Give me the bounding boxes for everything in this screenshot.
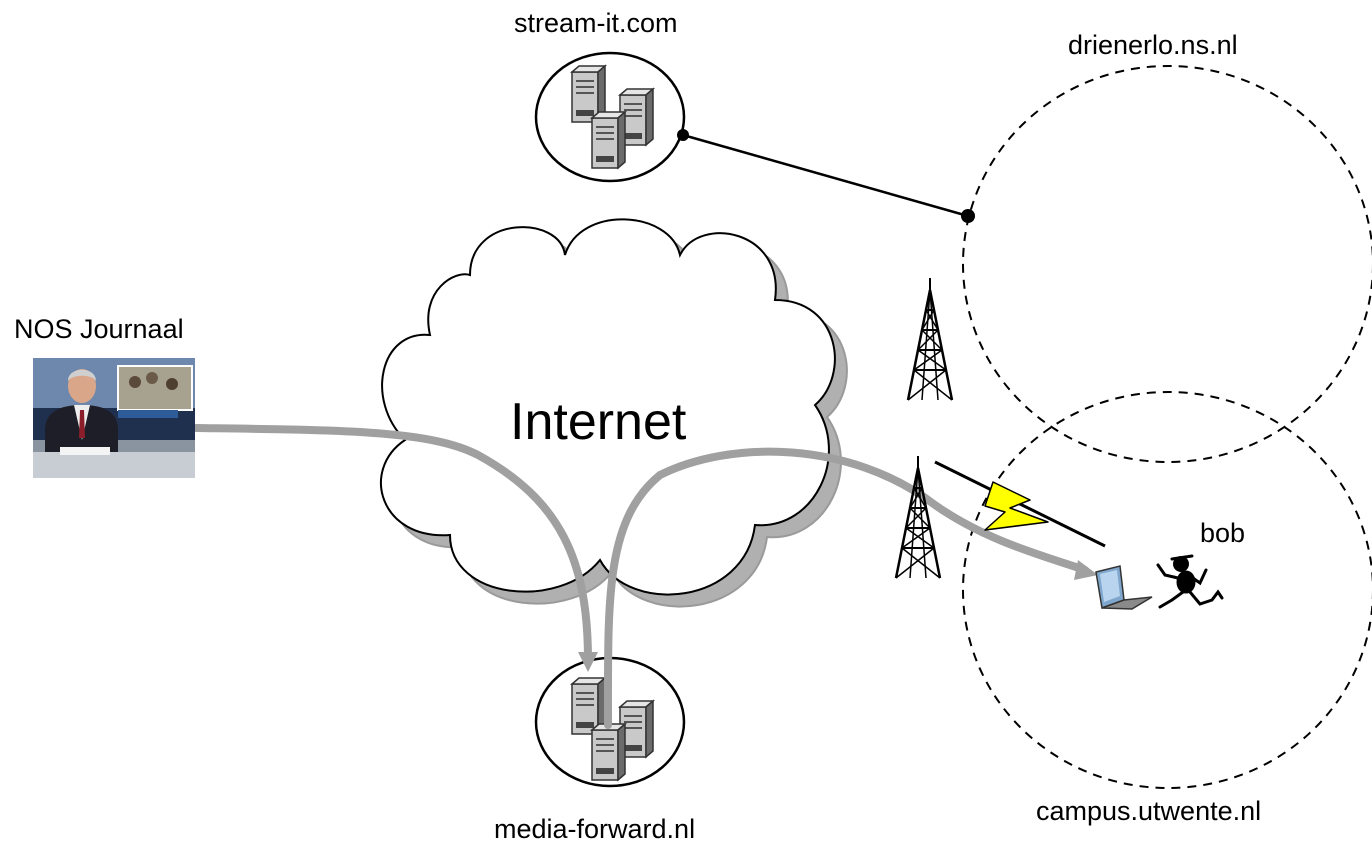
drienerlo-endpoint [961,209,975,223]
wifi-zone-2-label: campus.utwente.nl [1036,796,1262,826]
stream-server-cluster [534,51,689,183]
stream-server-label: stream-it.com [514,8,678,38]
internet-label: Internet [510,393,687,451]
radio-tower-icon [894,454,942,580]
wifi-zone-drienerlo [962,65,1372,463]
lightning-icon [984,481,1049,531]
stream-server-link [682,133,969,218]
tv-news-icon [33,358,195,478]
forward-server-label: media-forward.nl [494,814,696,844]
stream-path [192,424,1089,729]
laptop-icon [1095,565,1153,610]
stream-arrowhead-laptop [1074,560,1098,580]
user-label: bob [1200,518,1246,548]
wifi-zone-campus [962,391,1372,789]
stream-arrowhead-down [578,652,598,672]
radio-tower-icon [906,276,954,402]
running-person-icon [1156,554,1224,609]
wifi-zone-1-label: drienerlo.ns.nl [1068,30,1238,60]
broadcaster-label: NOS Journaal [14,314,184,344]
